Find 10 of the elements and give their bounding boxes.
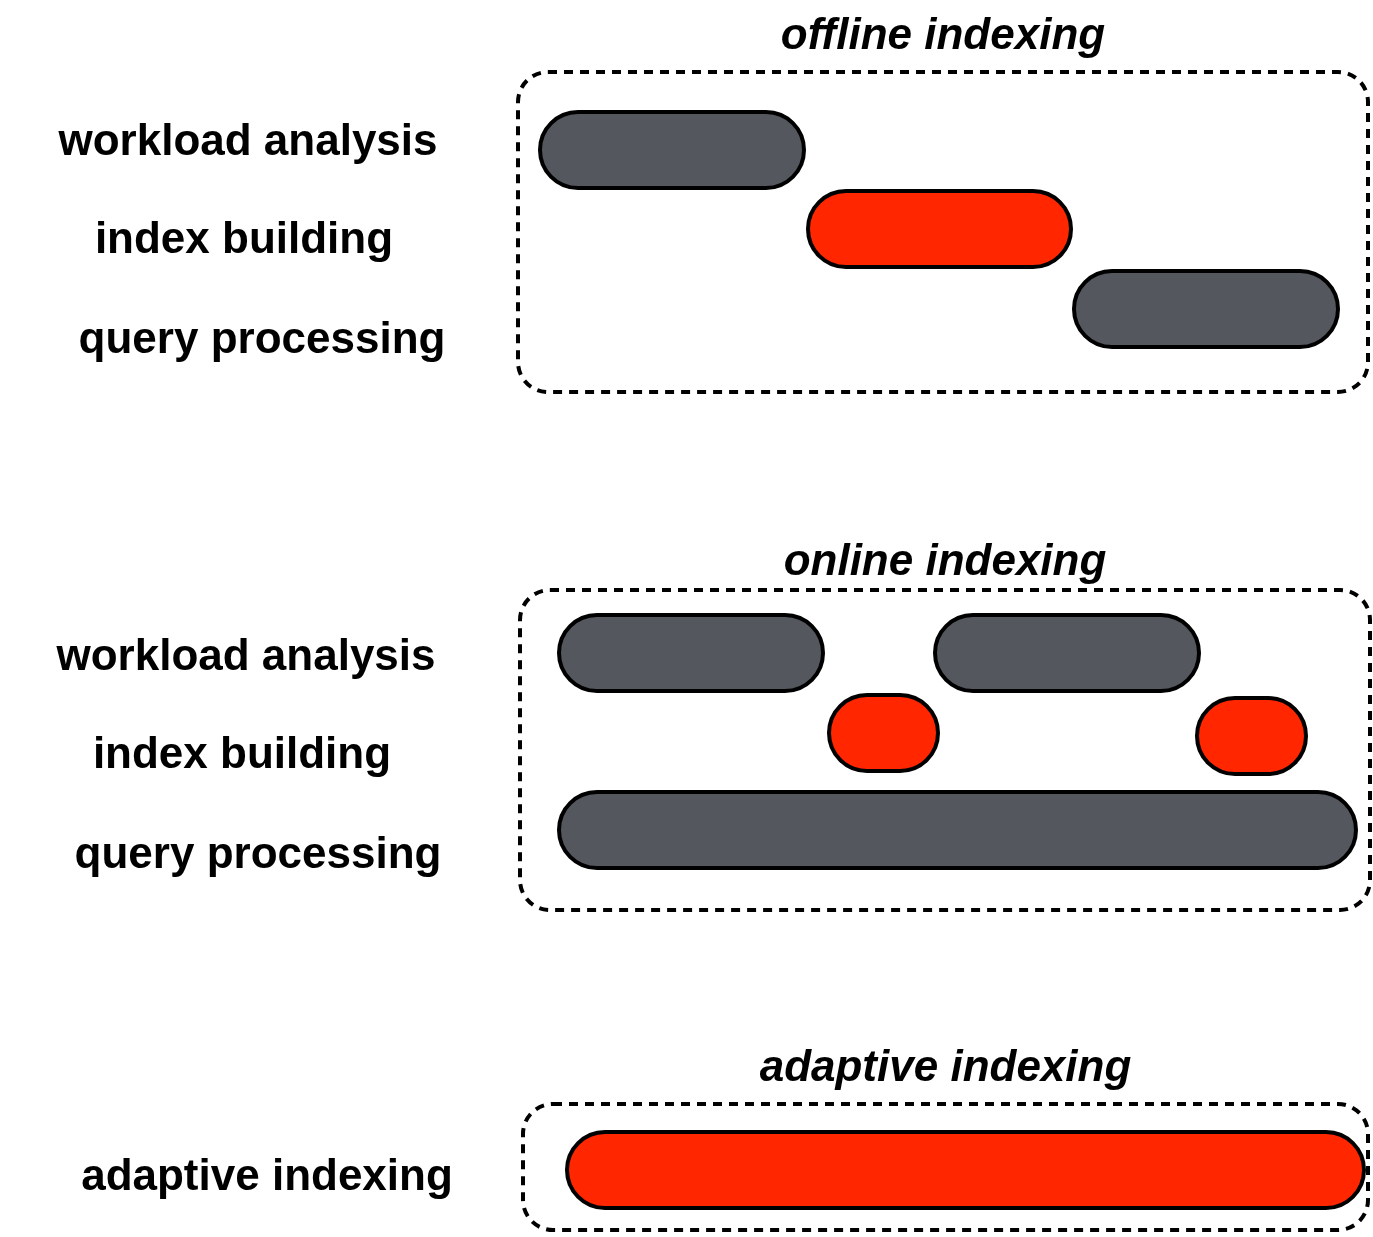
group-title: online indexing [782,534,1108,586]
group-title: adaptive indexing [758,1040,1133,1092]
row-label: workload analysis [55,629,437,681]
row-label: query processing [77,312,447,364]
row-label: workload analysis [57,114,439,166]
row-label: adaptive indexing [80,1149,454,1201]
row-label: query processing [73,827,443,879]
group-title: offline indexing [779,8,1107,60]
row-label: index building [93,212,395,264]
row-label: index building [91,727,393,779]
